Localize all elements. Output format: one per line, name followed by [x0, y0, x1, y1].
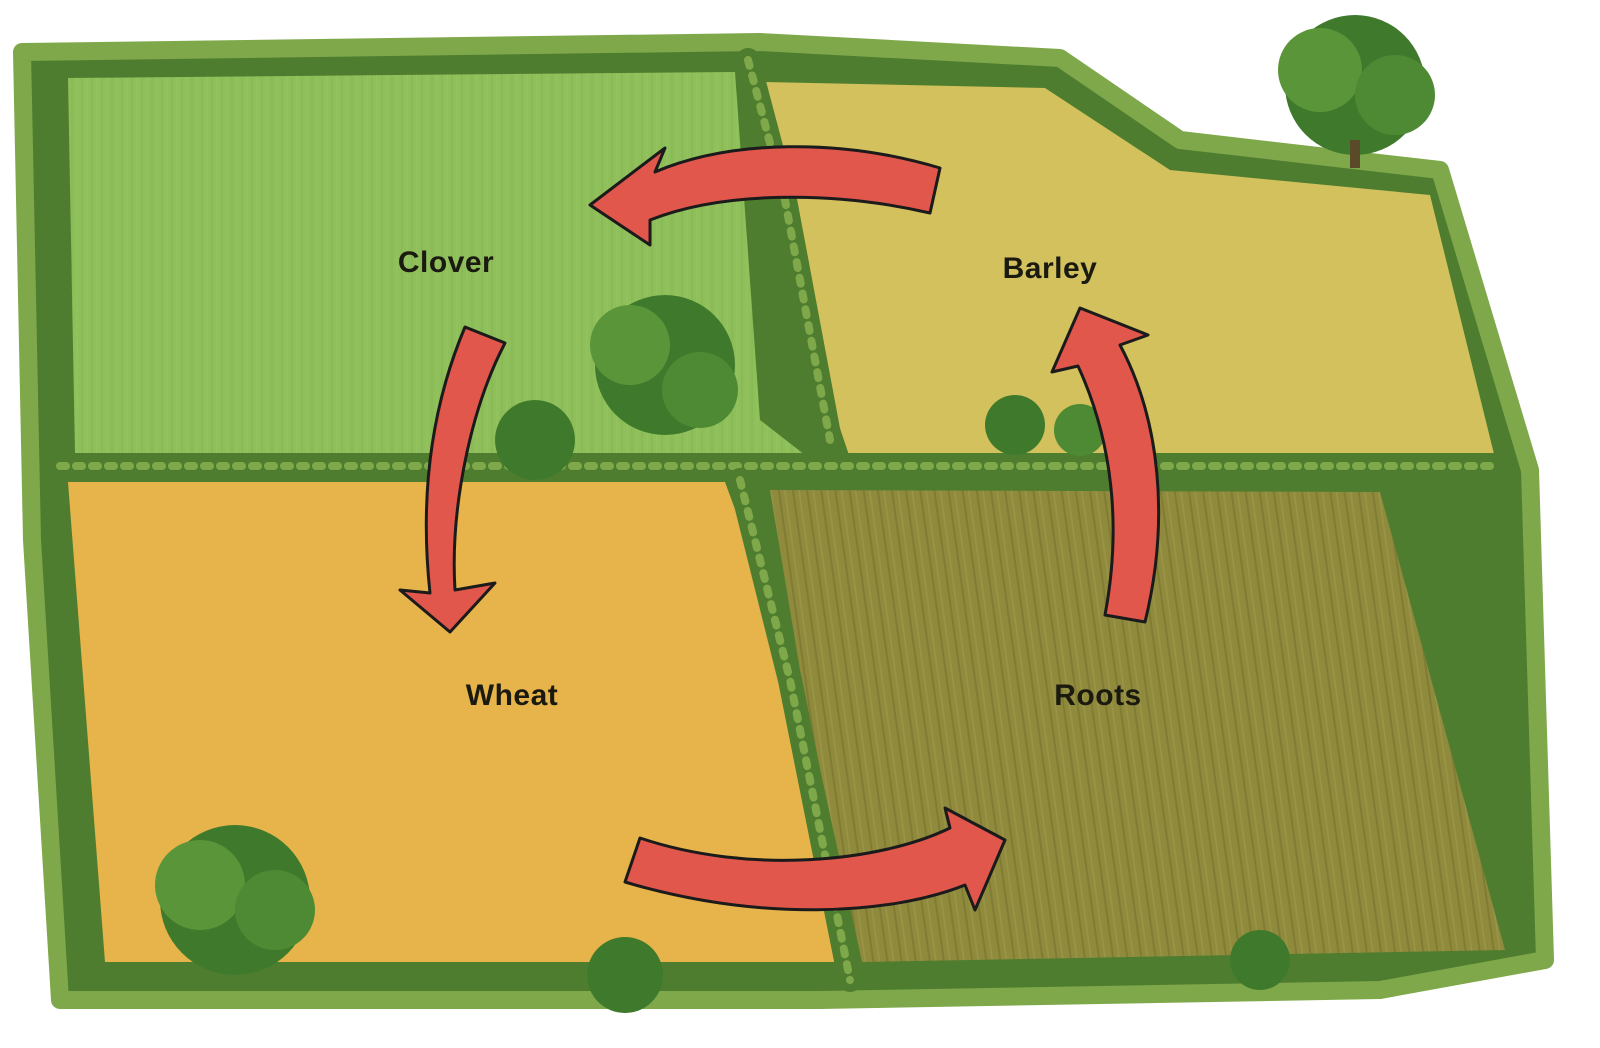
label-roots: Roots — [1054, 679, 1142, 712]
tree-icon — [155, 825, 315, 975]
tree-icon — [590, 295, 738, 435]
curved-arrow-icon — [398, 325, 507, 634]
trees — [155, 15, 1435, 1013]
field-barley — [765, 82, 1495, 458]
curved-arrow-icon — [1050, 306, 1161, 624]
tree-icon — [1278, 15, 1435, 168]
field-labels: Clover Barley Wheat Roots — [398, 246, 1142, 712]
rotation-arrows — [398, 145, 1161, 912]
label-barley: Barley — [1003, 252, 1098, 285]
label-wheat: Wheat — [466, 679, 559, 712]
inner-hedges — [47, 48, 1513, 992]
tree-icon — [587, 930, 1290, 1013]
tree-icon — [495, 395, 1106, 480]
curved-arrow-icon — [623, 806, 1007, 912]
curved-arrow-icon — [588, 145, 942, 247]
label-clover: Clover — [398, 246, 494, 279]
